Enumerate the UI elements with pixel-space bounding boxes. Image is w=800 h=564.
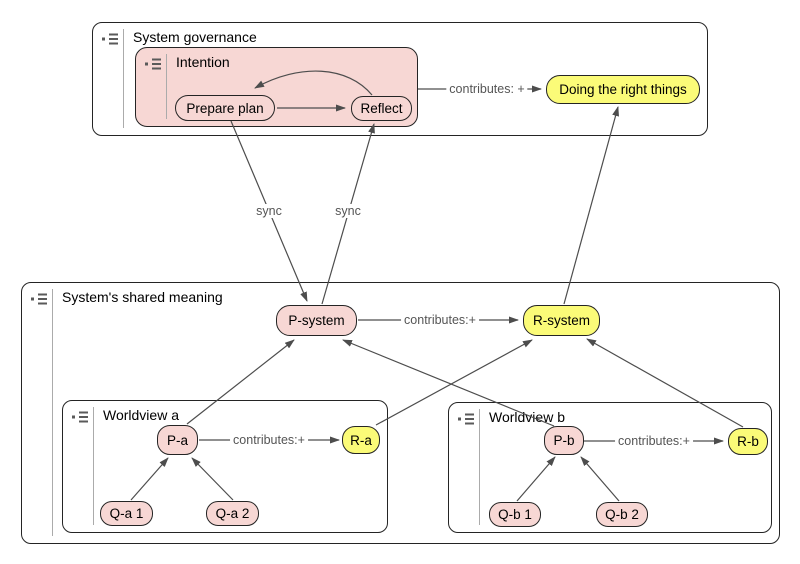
header-divider [123, 29, 124, 128]
container-title-worldview-b: Worldview b [489, 409, 565, 425]
node-q-a-1[interactable]: Q-a 1 [100, 501, 153, 526]
node-q-b-1[interactable]: Q-b 1 [489, 502, 541, 527]
edge-q-a2-to-p-a[interactable] [191, 457, 234, 501]
node-q-b-2[interactable]: Q-b 2 [596, 502, 648, 527]
header-divider [479, 409, 480, 525]
container-title-intention: Intention [176, 54, 230, 70]
node-p-system[interactable]: P-system [276, 305, 357, 336]
node-r-a[interactable]: R-a [342, 426, 380, 454]
node-p-a[interactable]: P-a [157, 425, 198, 455]
container-title-worldview-a: Worldview a [103, 407, 179, 423]
edge-p-b-to-p-system[interactable] [342, 339, 555, 427]
list-bullet-icon [102, 32, 119, 45]
edge-r-system-to-doing[interactable] [563, 106, 619, 305]
node-reflect[interactable]: Reflect [351, 96, 412, 121]
edge-label-contributes-b: contributes:+ [615, 434, 693, 448]
header-divider [166, 54, 167, 119]
list-bullet-icon [458, 412, 475, 425]
node-r-system[interactable]: R-system [523, 305, 600, 336]
container-title-system-governance: System governance [133, 29, 257, 45]
list-bullet-icon [31, 292, 48, 305]
edge-label-contributes-governance: contributes: + [446, 82, 528, 96]
edge-label-contributes-a: contributes:+ [230, 433, 308, 447]
node-r-b[interactable]: R-b [728, 428, 768, 455]
edge-label-contributes-system: contributes:+ [401, 313, 479, 327]
edge-q-a1-to-p-a[interactable] [130, 457, 169, 501]
list-bullet-icon [72, 410, 89, 423]
container-title-shared-meaning: System's shared meaning [62, 289, 223, 305]
edge-reflect-to-prepare-plan[interactable] [254, 70, 373, 96]
header-divider [93, 407, 94, 525]
edge-q-b2-to-p-b[interactable] [580, 456, 620, 502]
node-prepare-plan[interactable]: Prepare plan [175, 95, 275, 121]
node-doing-the-right-things[interactable]: Doing the right things [546, 75, 700, 104]
node-p-b[interactable]: P-b [544, 426, 584, 455]
edge-r-a-to-r-system[interactable] [375, 339, 533, 426]
node-q-a-2[interactable]: Q-a 2 [206, 501, 259, 526]
edge-label-sync-left: sync [253, 204, 285, 218]
edge-q-b1-to-p-b[interactable] [516, 456, 556, 502]
edge-p-a-to-p-system[interactable] [186, 339, 295, 425]
list-bullet-icon [145, 57, 162, 70]
header-divider [52, 289, 53, 536]
edge-r-b-to-r-system[interactable] [586, 338, 744, 428]
edge-label-sync-right: sync [332, 204, 364, 218]
